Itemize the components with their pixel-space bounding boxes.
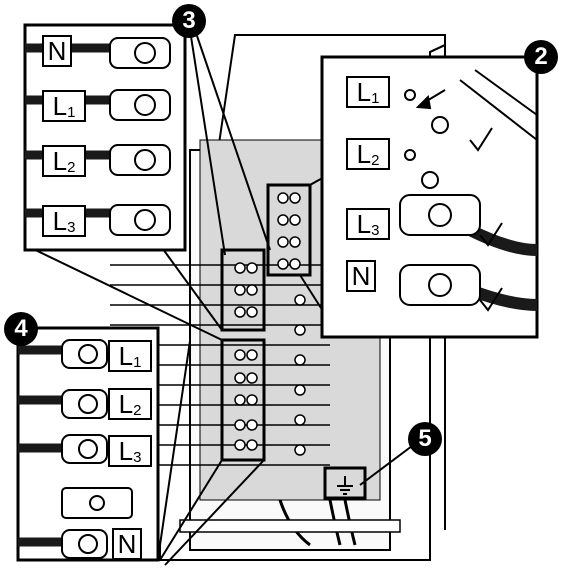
inset-top-left-label-n: N — [42, 35, 72, 67]
callout-3: 3 — [172, 4, 206, 38]
inset-bottom-left-label-n: N — [112, 528, 142, 560]
callout-2: 2 — [524, 40, 558, 74]
callout-5: 5 — [408, 422, 442, 456]
inset-top-right-label-n: N — [346, 260, 376, 292]
din-rail — [180, 520, 400, 532]
callout-4: 4 — [4, 312, 38, 346]
